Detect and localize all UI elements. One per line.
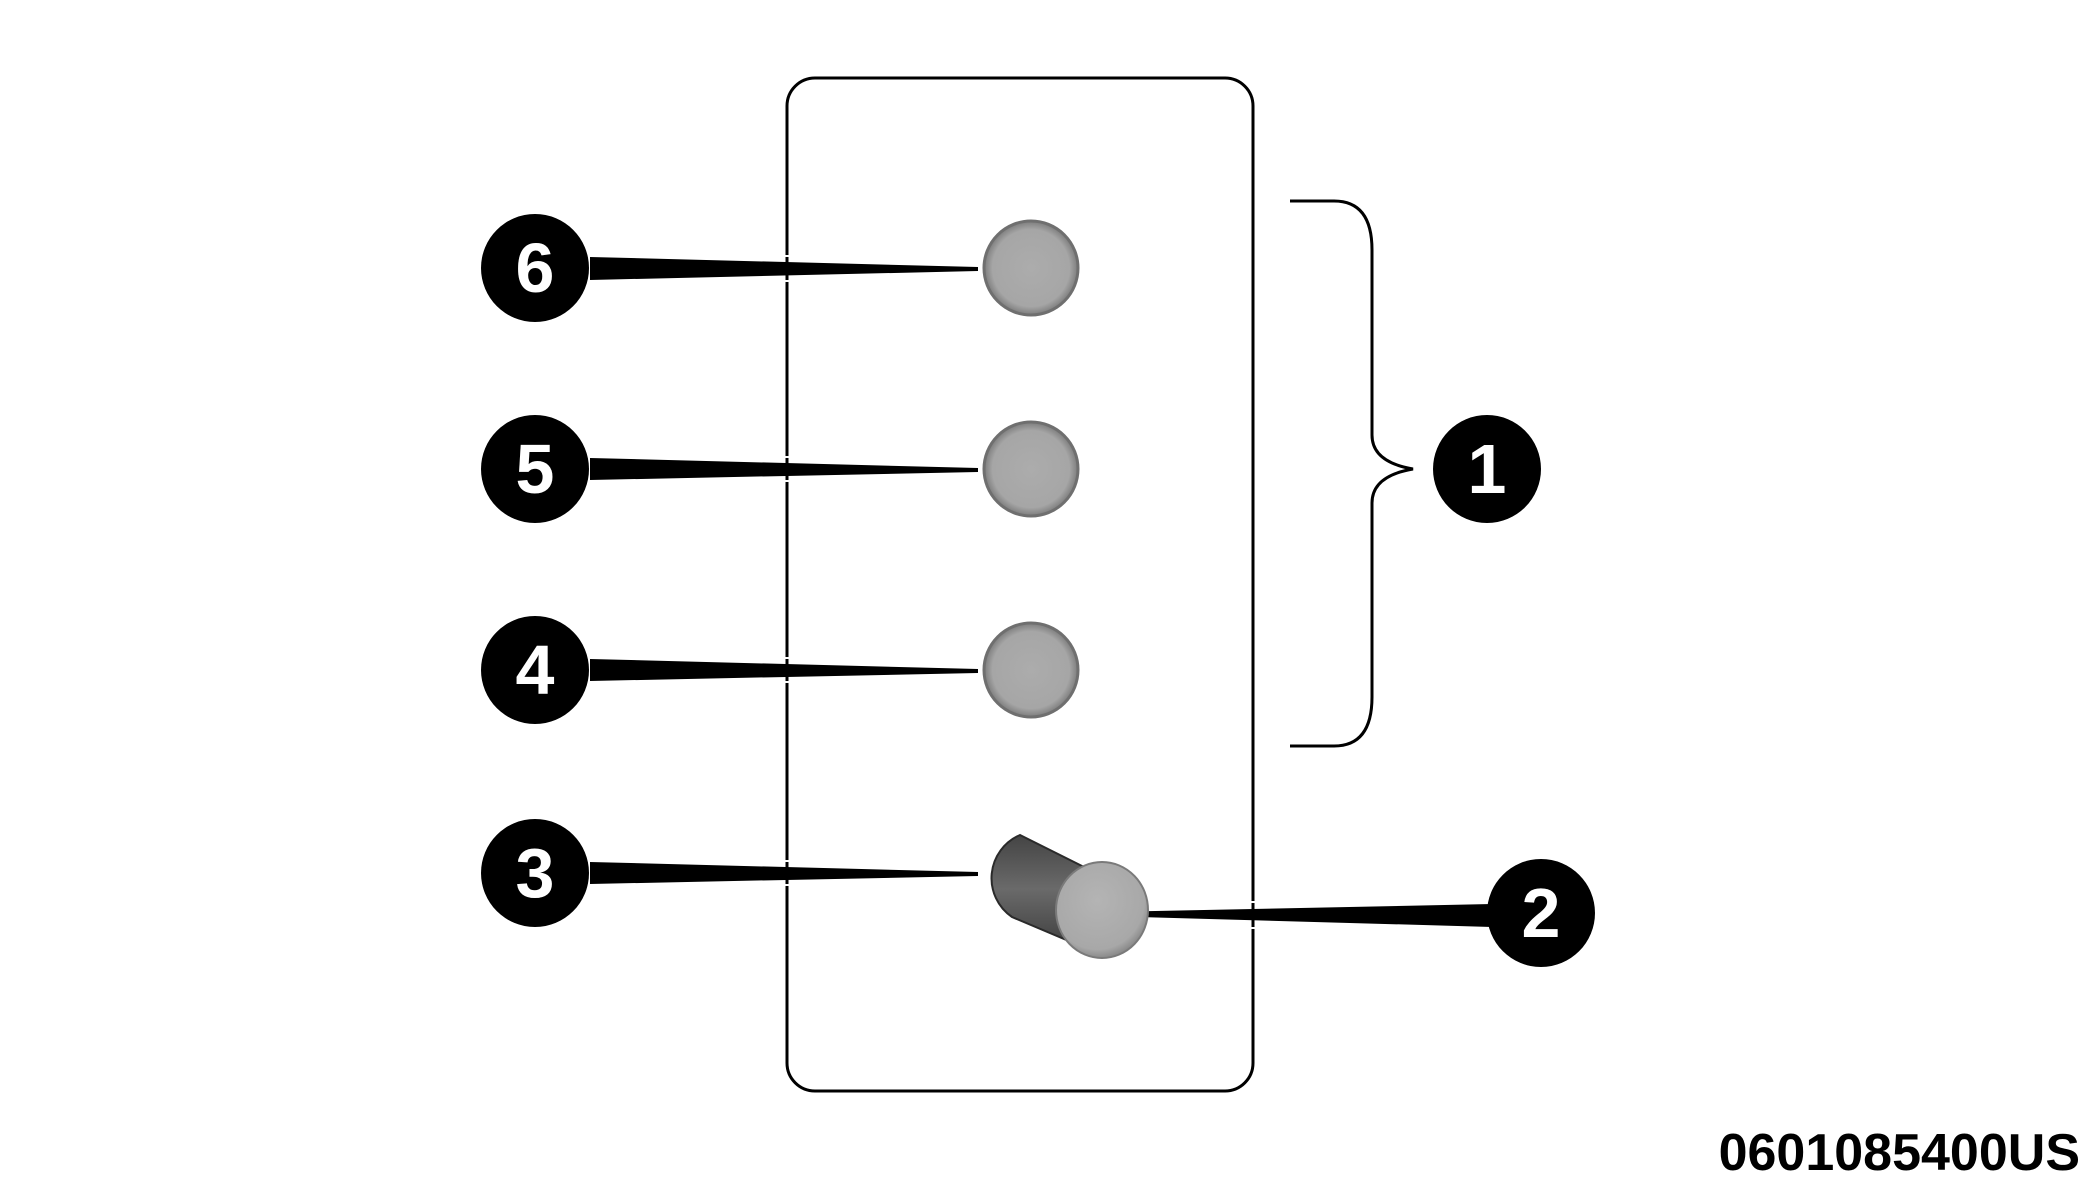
leader-line-3	[590, 862, 978, 884]
callout-6-label: 6	[516, 229, 555, 307]
leader-line-2	[1105, 904, 1492, 927]
callout-4: 4	[481, 616, 589, 724]
callout-2: 2	[1487, 859, 1595, 967]
button-4	[982, 621, 1080, 719]
image-reference-code: 0601085400US	[1719, 1124, 2080, 1182]
callout-1: 1	[1433, 415, 1541, 523]
callout-1-label: 1	[1468, 430, 1507, 508]
bracket-group-1	[1290, 199, 1414, 748]
callout-3-label: 3	[516, 834, 555, 912]
callout-6: 6	[481, 214, 589, 322]
callout-4-label: 4	[516, 631, 555, 709]
rotary-knob	[990, 833, 1149, 959]
button-5	[982, 420, 1080, 518]
callout-5-label: 5	[516, 430, 555, 508]
control-panel-outline	[785, 76, 1255, 1093]
callout-2-label: 2	[1522, 874, 1561, 952]
callout-3: 3	[481, 819, 589, 927]
leader-line-4	[590, 659, 978, 681]
leader-line-6	[590, 257, 978, 280]
callout-5: 5	[481, 415, 589, 523]
button-6	[982, 219, 1080, 317]
leader-line-5	[590, 458, 978, 480]
